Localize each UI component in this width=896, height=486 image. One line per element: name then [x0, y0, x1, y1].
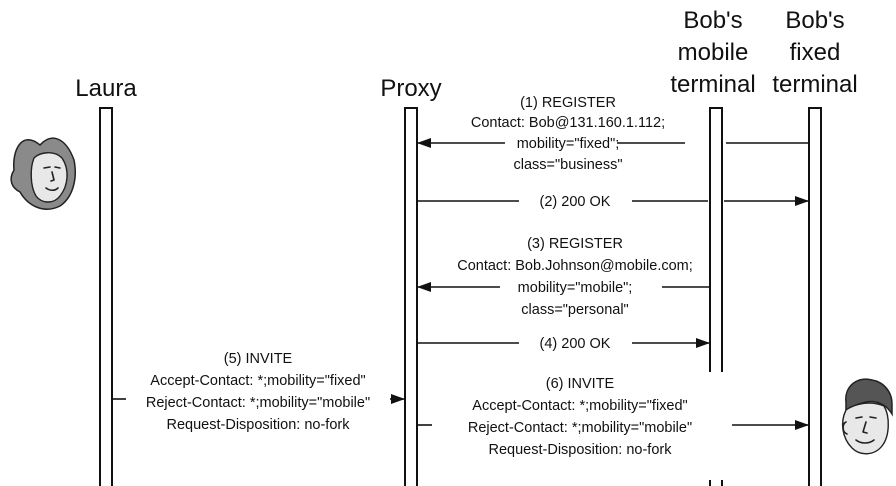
msg-1-line-3: mobility="fixed"; [517, 136, 620, 152]
actor-bob-mobile-line-2: mobile [678, 39, 749, 66]
msg-4-line-1: (4) 200 OK [540, 336, 611, 352]
msg-6-line-2: Accept-Contact: *;mobility="fixed" [472, 398, 687, 414]
msg-3-line-4: class="personal" [521, 302, 628, 318]
msg-6-line-4: Request-Disposition: no-fork [489, 442, 673, 458]
woman-face-icon [10, 137, 76, 210]
msg-1-line-1: (1) REGISTER [520, 95, 616, 111]
msg-5-line-1: (5) INVITE [224, 351, 293, 367]
lifeline-bob-fixed [808, 107, 822, 486]
actor-bob-fixed-line-1: Bob's [785, 7, 844, 34]
lifeline-laura [99, 107, 113, 486]
msg-1-line-2: Contact: Bob@131.160.1.112; [471, 115, 665, 131]
msg-1-line-4: class="business" [513, 157, 622, 173]
actor-bob-fixed-line-3: terminal [772, 71, 857, 98]
msg-5-line-4: Request-Disposition: no-fork [167, 417, 351, 433]
lifeline-bob-mobile-gap [709, 372, 723, 480]
actor-bob-mobile-line-3: terminal [670, 71, 755, 98]
actor-laura: Laura [75, 75, 137, 102]
msg-6-line-1: (6) INVITE [546, 376, 615, 392]
actor-bob-fixed-line-2: fixed [790, 39, 841, 66]
msg-3-line-3: mobility="mobile"; [518, 280, 633, 296]
actor-bob-mobile-line-1: Bob's [683, 7, 742, 34]
man-face-icon [841, 378, 893, 455]
msg-2-line-1: (2) 200 OK [540, 194, 611, 210]
lifeline-proxy [404, 107, 418, 486]
actor-proxy: Proxy [380, 75, 441, 102]
msg-3-line-2: Contact: Bob.Johnson@mobile.com; [457, 258, 693, 274]
msg-6-line-3: Reject-Contact: *;mobility="mobile" [468, 420, 692, 436]
msg-5-line-2: Accept-Contact: *;mobility="fixed" [150, 373, 365, 389]
msg-5-line-3: Reject-Contact: *;mobility="mobile" [146, 395, 370, 411]
msg-3-line-1: (3) REGISTER [527, 236, 623, 252]
